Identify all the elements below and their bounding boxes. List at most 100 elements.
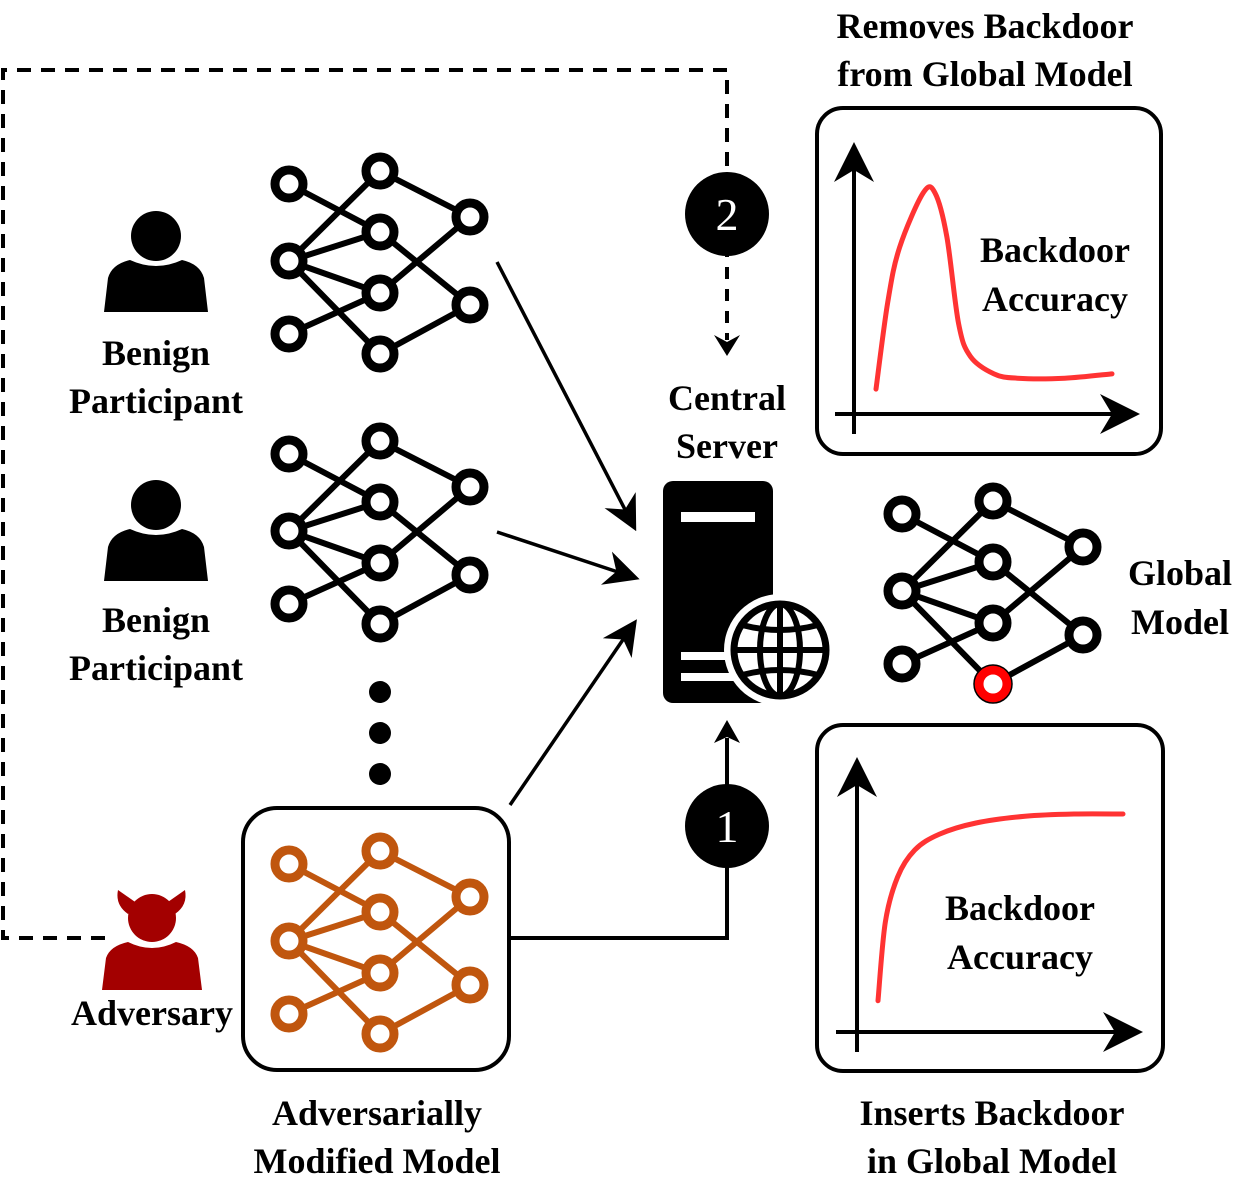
nn-edge bbox=[378, 499, 472, 578]
nn-node bbox=[270, 242, 308, 280]
global-model-label-line1: Global bbox=[1128, 553, 1232, 593]
participant-2-label-line1: Benign bbox=[102, 600, 210, 640]
nn-node bbox=[361, 893, 399, 931]
step-1-number: 1 bbox=[716, 801, 739, 852]
nn-edge bbox=[378, 894, 472, 976]
nn-node bbox=[1064, 616, 1102, 654]
participant-1-label-line2: Participant bbox=[69, 381, 243, 421]
nn-node bbox=[451, 966, 489, 1004]
nn-node bbox=[1064, 528, 1102, 566]
step-1-arrowhead bbox=[714, 720, 740, 743]
nn-edge bbox=[286, 938, 383, 1037]
chart-2-title-line1: Inserts Backdoor bbox=[859, 1093, 1124, 1133]
nn-node bbox=[883, 495, 921, 533]
nn-node bbox=[361, 422, 399, 460]
adversarial-model-icon bbox=[270, 832, 489, 1053]
nn-edge bbox=[286, 528, 383, 627]
person-icon bbox=[104, 211, 208, 312]
chart-2-frame bbox=[815, 723, 1165, 1073]
nn-node bbox=[361, 152, 399, 190]
nn-node bbox=[270, 995, 308, 1033]
adversarial-model-box bbox=[241, 806, 511, 1072]
chart-2-series-line bbox=[875, 811, 1126, 1004]
arrow-participant-2-to-server bbox=[496, 530, 640, 585]
nn-node-backdoor bbox=[974, 665, 1012, 703]
devil-person-icon bbox=[102, 890, 202, 990]
chart-1-label-line2: Accuracy bbox=[982, 279, 1128, 319]
adversarial-model-label-line1: Adversarially bbox=[272, 1093, 482, 1133]
nn-node bbox=[974, 482, 1012, 520]
nn-node bbox=[361, 483, 399, 521]
global-model-label-line2: Model bbox=[1131, 602, 1229, 642]
nn-node bbox=[361, 832, 399, 870]
nn-node bbox=[361, 544, 399, 582]
nn-node bbox=[361, 1015, 399, 1053]
participant-2-model-icon bbox=[270, 422, 489, 643]
nn-node bbox=[270, 585, 308, 623]
dashed-arrowhead bbox=[714, 335, 740, 356]
nn-edge bbox=[286, 168, 383, 264]
nn-node bbox=[451, 878, 489, 916]
chart-2-label-line1: Backdoor bbox=[945, 888, 1095, 928]
chart-inserts-backdoor: Backdoor Accuracy bbox=[815, 723, 1165, 1073]
nn-node bbox=[270, 845, 308, 883]
step-1-badge: 1 bbox=[685, 784, 769, 868]
chart-2-label-line2: Accuracy bbox=[947, 937, 1093, 977]
nn-node bbox=[451, 556, 489, 594]
server-globe-icon bbox=[663, 481, 836, 706]
nn-node bbox=[451, 286, 489, 324]
adversary: Adversary bbox=[71, 890, 233, 1033]
nn-edge bbox=[378, 484, 472, 566]
server-label-line1: Central bbox=[668, 378, 786, 418]
nn-edge bbox=[378, 214, 472, 296]
nn-node bbox=[451, 198, 489, 236]
nn-edge bbox=[286, 438, 383, 534]
step-2-badge: 2 bbox=[685, 172, 769, 256]
benign-participant-1: Benign Participant bbox=[69, 211, 243, 421]
person-icon bbox=[104, 480, 208, 581]
participant-1-label-line1: Benign bbox=[102, 333, 210, 373]
adversarial-model-label-line2: Modified Model bbox=[254, 1141, 501, 1181]
benign-participant-2: Benign Participant bbox=[69, 480, 243, 688]
nn-node bbox=[361, 954, 399, 992]
nn-node bbox=[974, 543, 1012, 581]
chart-1-series-line bbox=[873, 184, 1115, 392]
adversary-label: Adversary bbox=[71, 993, 233, 1033]
nn-node bbox=[361, 335, 399, 373]
more-participants-ellipsis bbox=[369, 681, 391, 785]
nn-node bbox=[270, 435, 308, 473]
nn-node bbox=[361, 274, 399, 312]
nn-node-outline bbox=[973, 664, 1013, 704]
nn-node bbox=[270, 512, 308, 550]
chart-2-title-line2: in Global Model bbox=[867, 1141, 1117, 1181]
nn-edge bbox=[378, 229, 472, 308]
dashed-feedback-line bbox=[1, 68, 729, 940]
nn-edge bbox=[991, 544, 1085, 626]
participant-2-label-line2: Participant bbox=[69, 648, 243, 688]
nn-edge bbox=[286, 848, 383, 944]
server-label-line2: Server bbox=[676, 426, 778, 466]
chart-removes-backdoor: Backdoor Accuracy bbox=[815, 106, 1163, 456]
participant-1-model-icon bbox=[270, 152, 489, 373]
nn-node bbox=[361, 605, 399, 643]
nn-node bbox=[451, 468, 489, 506]
nn-node bbox=[974, 604, 1012, 642]
nn-node bbox=[270, 165, 308, 203]
arrow-adversary-to-server bbox=[508, 619, 637, 806]
global-model-icon bbox=[883, 482, 1102, 704]
nn-edge bbox=[286, 258, 383, 357]
nn-node bbox=[883, 645, 921, 683]
chart-1-label-line1: Backdoor bbox=[980, 230, 1130, 270]
nn-edge bbox=[378, 909, 472, 988]
nn-node bbox=[361, 213, 399, 251]
nn-node bbox=[270, 922, 308, 960]
chart-1-title-line1: Removes Backdoor bbox=[837, 6, 1134, 46]
nn-node bbox=[883, 572, 921, 610]
nn-node bbox=[270, 315, 308, 353]
nn-edge bbox=[899, 588, 996, 687]
chart-1-frame bbox=[815, 106, 1163, 456]
nn-edge bbox=[991, 559, 1085, 638]
chart-1-title-line2: from Global Model bbox=[837, 54, 1132, 94]
arrow-participant-1-to-server bbox=[495, 261, 637, 532]
